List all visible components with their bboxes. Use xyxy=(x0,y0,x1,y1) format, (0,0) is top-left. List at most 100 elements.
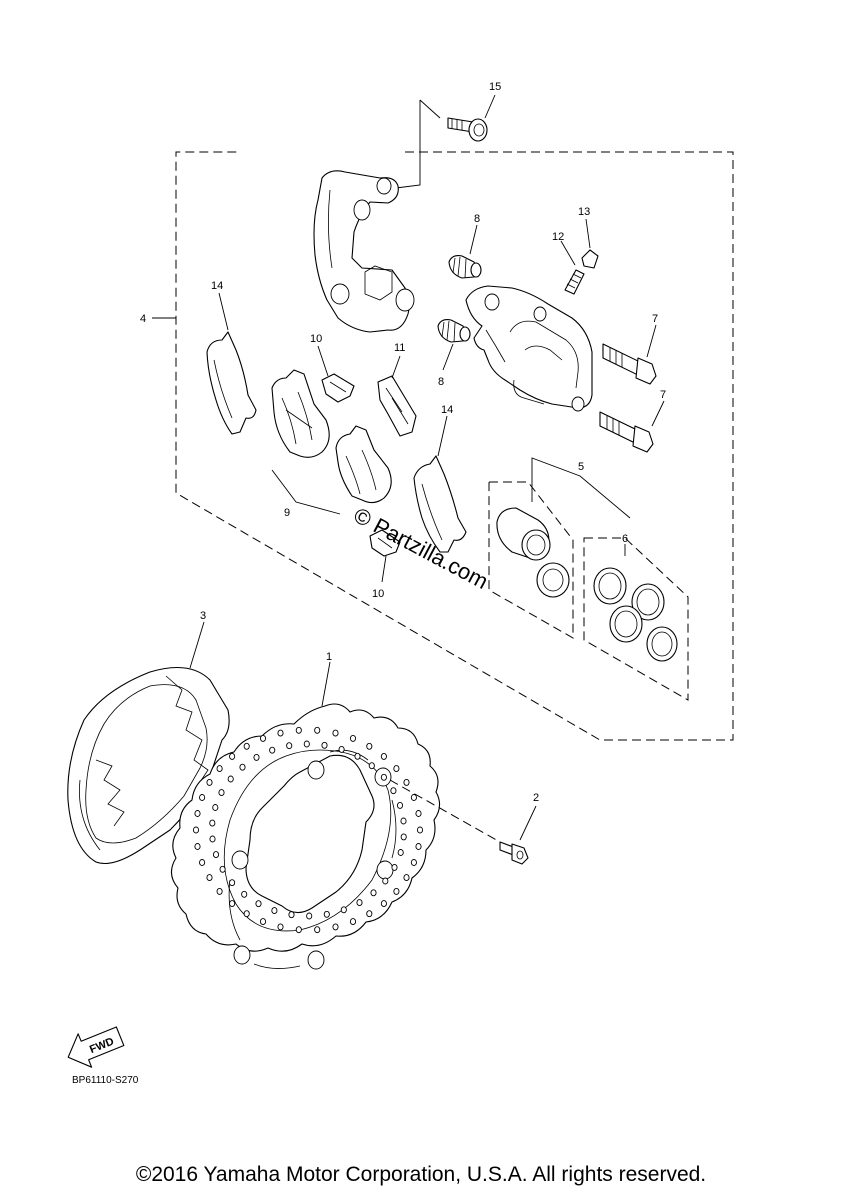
disc-vent-hole xyxy=(410,794,417,801)
callout-3: 3 xyxy=(200,610,206,622)
disc-vent-hole xyxy=(321,741,328,749)
seal-kit-box xyxy=(583,537,689,701)
callout-5: 5 xyxy=(578,461,584,473)
disc-vent-hole xyxy=(366,742,373,750)
disc-vent-hole xyxy=(194,810,201,817)
disc-vent-hole xyxy=(303,740,310,748)
callout-11: 11 xyxy=(394,342,405,354)
disc-vent-hole xyxy=(380,773,387,781)
disc-vent-hole xyxy=(199,859,206,866)
callout-7-lower: 7 xyxy=(660,389,666,401)
disc-vent-hole xyxy=(209,835,216,843)
disc-vent-hole xyxy=(271,907,278,915)
pad-clip-10-bottom xyxy=(369,529,401,557)
callout-14-right: 14 xyxy=(441,404,453,416)
disc-vent-hole xyxy=(370,889,377,897)
disc-vent-hole xyxy=(382,877,389,885)
disc-vent-hole xyxy=(380,900,387,908)
disc-vent-hole xyxy=(314,926,321,934)
brake-pad-9-right xyxy=(335,425,392,504)
leader-2-axis xyxy=(389,779,501,843)
disc-vent-hole xyxy=(259,734,267,742)
leader-14-left xyxy=(218,292,229,331)
bleed-screw-12 xyxy=(564,269,585,295)
leader-1 xyxy=(321,661,331,707)
disc-vent-hole xyxy=(338,745,345,753)
callout-7-upper: 7 xyxy=(652,313,658,325)
disc-vent-hole xyxy=(192,826,200,834)
leader-10-bottom xyxy=(381,555,387,583)
piston-5-small xyxy=(536,562,570,598)
disc-vent-hole xyxy=(212,804,219,811)
leader-8-bottom xyxy=(442,343,454,371)
disc-vent-hole xyxy=(206,778,213,786)
pad-shim-14-left xyxy=(206,331,257,435)
disc-vent-hole xyxy=(397,849,404,856)
disc-vent-hole xyxy=(219,865,226,873)
disc-vent-hole xyxy=(243,742,250,750)
disc-vent-hole xyxy=(391,863,398,871)
caliper-bracket xyxy=(313,170,415,333)
disc-vent-hole xyxy=(380,752,387,760)
disc-vent-holes xyxy=(192,726,424,934)
bleed-cap-13 xyxy=(581,249,599,269)
disc-vent-hole xyxy=(209,819,216,827)
piston-kit-box xyxy=(488,481,574,639)
leader-7-upper xyxy=(646,324,657,358)
disc-vent-hole xyxy=(349,918,357,926)
disc-guard-3 xyxy=(67,667,230,865)
disc-vent-hole xyxy=(410,859,417,866)
disc-vent-hole xyxy=(366,910,373,918)
disc-vent-hole xyxy=(259,918,267,926)
callout-9: 9 xyxy=(284,507,290,519)
callout-1: 1 xyxy=(326,651,332,663)
callout-13: 13 xyxy=(578,206,590,218)
leader-15-mount xyxy=(395,100,421,189)
disc-vent-hole xyxy=(400,817,407,825)
leader-5 xyxy=(531,457,631,519)
disc-vent-hole xyxy=(229,879,236,887)
caliper-body xyxy=(465,285,593,412)
callout-8-top: 8 xyxy=(474,213,480,225)
leader-2 xyxy=(519,805,537,841)
disc-vent-hole xyxy=(212,851,220,859)
disc-vent-hole xyxy=(216,887,223,895)
callout-12: 12 xyxy=(552,231,564,243)
disc-vent-hole xyxy=(253,753,260,761)
caliper-assembly-boundary xyxy=(175,151,734,741)
disc-vent-hole xyxy=(403,874,410,882)
disc-vent-hole xyxy=(306,912,313,920)
pin-boot-8-bottom xyxy=(437,319,471,343)
disc-vent-hole xyxy=(295,926,302,934)
leader-3 xyxy=(189,621,205,669)
leader-13 xyxy=(585,218,591,249)
disc-vent-hole xyxy=(400,833,407,841)
disc-vent-hole xyxy=(349,734,357,742)
disc-vent-hole xyxy=(415,843,422,850)
disc-vent-hole xyxy=(243,910,250,918)
disc-vent-hole xyxy=(277,729,284,737)
disc-vent-hole xyxy=(314,726,321,734)
leader-10-top xyxy=(317,345,329,377)
leader-15 xyxy=(484,94,496,119)
disc-vent-hole xyxy=(393,765,400,773)
leader-8-top xyxy=(469,224,478,255)
caliper-bolt-7-upper xyxy=(602,343,657,385)
disc-vent-hole xyxy=(403,778,410,786)
pin-boot-8-top xyxy=(448,255,482,279)
disc-vent-hole xyxy=(286,742,293,750)
callout-8-bottom: 8 xyxy=(438,376,444,388)
disc-vent-hole xyxy=(356,899,363,907)
seals-6 xyxy=(593,567,678,662)
disc-vent-hole xyxy=(269,746,276,754)
disc-vent-hole xyxy=(332,729,339,737)
leader-15-link xyxy=(419,99,441,119)
leader-12 xyxy=(560,240,576,266)
disc-vent-hole xyxy=(368,762,375,770)
disc-vent-hole xyxy=(332,923,339,931)
disc-vent-hole xyxy=(396,801,404,809)
pad-clip-10-top xyxy=(321,373,355,403)
leader-9 xyxy=(271,469,341,515)
callout-14-left: 14 xyxy=(211,280,223,292)
